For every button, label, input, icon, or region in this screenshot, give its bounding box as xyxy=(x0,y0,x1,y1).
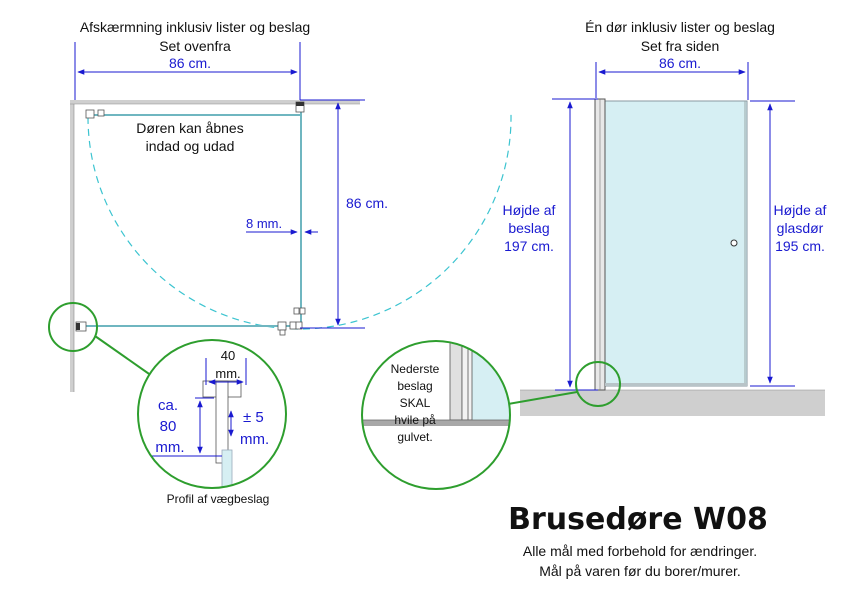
profile-caption: Profil af vægbeslag xyxy=(167,492,270,506)
top-view-subheading: Set ovenfra xyxy=(159,38,231,54)
profile-height-line2: beslag xyxy=(508,220,549,236)
footer: Brusedøre W08 Alle mål med forbehold for… xyxy=(508,502,768,579)
callout-marker-small-right xyxy=(575,361,621,407)
profile-height-line1: Højde af xyxy=(503,202,556,218)
profile-height-ca: ca. xyxy=(158,397,178,414)
disclaimer-line2: Mål på varen før du borer/murer. xyxy=(539,563,741,579)
product-title: Brusedøre W08 xyxy=(508,502,768,537)
detail-line1: Nederste xyxy=(391,362,440,376)
profile-height-unit: mm. xyxy=(155,439,184,456)
floor-detail-callout: Nederste beslag SKAL hvile på gulvet. xyxy=(361,340,621,490)
door-knob xyxy=(730,239,738,247)
top-width-label: 86 cm. xyxy=(169,55,211,71)
floor xyxy=(520,390,825,416)
floor-detail-circle xyxy=(361,340,511,490)
door-height-line1: Højde af xyxy=(774,202,827,218)
door-note-line1: Døren kan åbnes xyxy=(136,120,243,136)
detail-line4: hvile på xyxy=(394,413,436,427)
gap-label: 8 mm. xyxy=(246,216,282,231)
disclaimer-line1: Alle mål med forbehold for ændringer. xyxy=(523,543,757,559)
door-height-line2: glasdør xyxy=(777,220,824,236)
profile-tolerance-unit: mm. xyxy=(240,431,269,448)
glass-door xyxy=(604,100,748,387)
profile-height-value: 80 xyxy=(160,418,177,435)
depth-label: 86 cm. xyxy=(346,195,388,211)
back-wall xyxy=(70,100,360,104)
door-note-line2: indad og udad xyxy=(146,138,235,154)
top-view-heading: Afskærmning inklusiv lister og beslag xyxy=(80,19,310,35)
profile-height-line3: 197 cm. xyxy=(504,238,554,254)
profile-width-value: 40 xyxy=(221,348,235,363)
callout-marker-small-left xyxy=(48,302,98,352)
detail-line5: gulvet. xyxy=(397,430,432,444)
side-width-label: 86 cm. xyxy=(659,55,701,71)
profile-width-unit: mm. xyxy=(215,366,240,381)
side-wall xyxy=(70,100,74,392)
side-view: Én dør inklusiv lister og beslag Set fra… xyxy=(503,19,827,416)
door-height-line3: 195 cm. xyxy=(775,238,825,254)
profile-detail-circle xyxy=(137,339,287,489)
top-view: Afskærmning inklusiv lister og beslag Se… xyxy=(70,19,512,392)
detail-line3: SKAL xyxy=(400,396,431,410)
profile-tolerance-value: ± 5 xyxy=(243,409,264,426)
wall-profile-callout: 40 mm. ca. 80 mm. ± 5 mm. Profil af vægb… xyxy=(48,302,287,506)
side-view-heading: Én dør inklusiv lister og beslag xyxy=(585,19,775,35)
detail-line2: beslag xyxy=(397,379,432,393)
side-view-subheading: Set fra siden xyxy=(641,38,720,54)
